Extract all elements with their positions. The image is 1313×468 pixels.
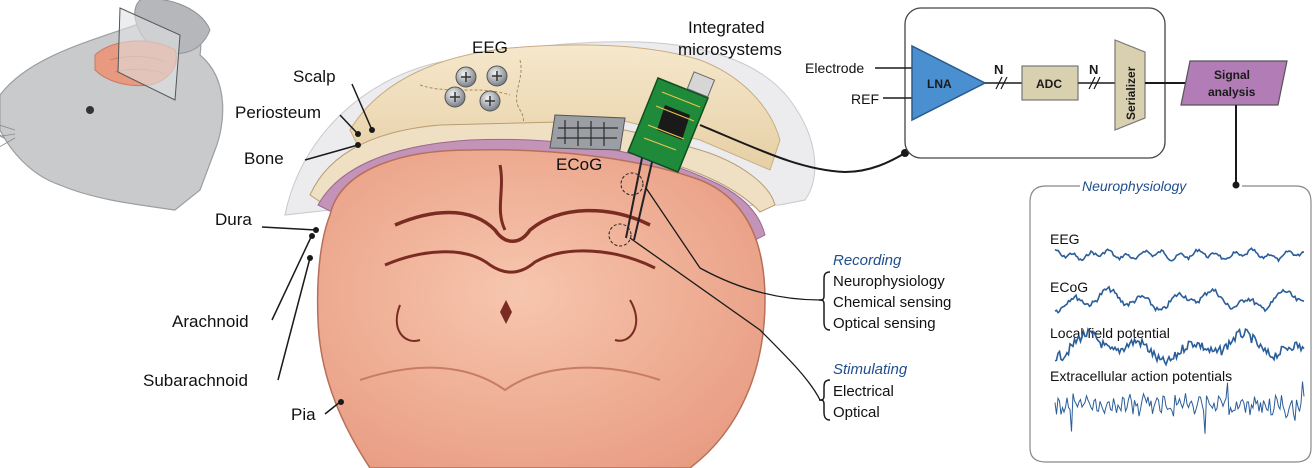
label-ref: REF xyxy=(851,91,879,107)
brain-cross-section xyxy=(285,42,815,468)
trace-label-2: Local field potential xyxy=(1050,325,1170,341)
stimulating-item-1: Optical xyxy=(833,404,880,421)
signal-chain: Electrode REF LNA N ADC N Serializer Sig… xyxy=(805,8,1287,189)
label-subarachnoid: Subarachnoid xyxy=(143,371,248,390)
label-neurophysiology: Neurophysiology xyxy=(1082,178,1187,194)
label-microsystems: microsystems xyxy=(678,40,782,59)
label-signal: Signal xyxy=(1214,68,1250,82)
signal-traces xyxy=(1055,248,1304,433)
recording-item-2: Optical sensing xyxy=(833,315,936,332)
label-n1: N xyxy=(994,62,1003,77)
neurophysiology-panel: Neurophysiology EEG ECoG Local field pot… xyxy=(1030,178,1311,462)
eeg-trace xyxy=(1055,248,1304,261)
trace-label-1b: ECoG xyxy=(1050,279,1088,295)
label-analysis: analysis xyxy=(1208,85,1256,99)
rat-head-illustration xyxy=(0,0,223,210)
label-integrated: Integrated xyxy=(688,18,765,37)
label-ecog: ECoG xyxy=(556,155,602,174)
label-periosteum: Periosteum xyxy=(235,103,321,122)
label-electrode: Electrode xyxy=(805,60,864,76)
label-arachnoid: Arachnoid xyxy=(172,312,249,331)
trace-label-0: EEG xyxy=(1050,231,1080,247)
label-adc: ADC xyxy=(1036,77,1062,91)
spikes-trace xyxy=(1055,382,1304,434)
trace-label-3: Extracellular action potentials xyxy=(1050,368,1232,384)
ecog-grid xyxy=(550,115,625,150)
label-eeg: EEG xyxy=(472,38,508,57)
label-scalp: Scalp xyxy=(293,67,336,86)
recording-item-0: Neurophysiology xyxy=(833,273,945,290)
recording-item-1: Chemical sensing xyxy=(833,294,951,311)
label-lna: LNA xyxy=(927,77,952,91)
label-serializer: Serializer xyxy=(1124,66,1138,120)
label-dura: Dura xyxy=(215,210,252,229)
stimulating-item-0: Electrical xyxy=(833,383,894,400)
lfp-trace xyxy=(1055,329,1304,364)
label-recording: Recording xyxy=(833,252,902,269)
label-stimulating: Stimulating xyxy=(833,361,908,378)
label-bone: Bone xyxy=(244,149,284,168)
label-pia: Pia xyxy=(291,405,316,424)
label-n2: N xyxy=(1089,62,1098,77)
ecog-trace xyxy=(1055,287,1304,313)
